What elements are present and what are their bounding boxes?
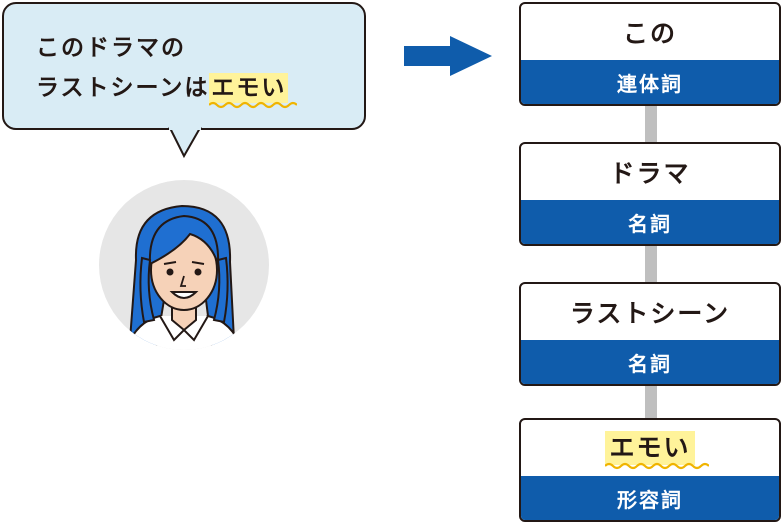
- token-pos: 名詞: [521, 340, 779, 384]
- wavy-underline-icon: [605, 462, 710, 470]
- avatar-woman-icon: [99, 180, 269, 350]
- token-word: ラストシーン: [569, 299, 731, 328]
- token-word: この: [622, 19, 677, 48]
- token-card-drama: ドラマ 名詞: [519, 142, 781, 246]
- token-highlight: エモい: [605, 431, 710, 470]
- token-card-emoi: エモい 形容詞: [519, 418, 781, 522]
- speech-line-2: ラストシーンはエモい: [36, 68, 298, 109]
- speech-bubble-text: このドラマの ラストシーンはエモい: [36, 28, 298, 109]
- token-card-last-scene: ラストシーン 名詞: [519, 282, 781, 386]
- token-card-kono: この 連体詞: [519, 2, 781, 106]
- token-word: ドラマ: [609, 159, 691, 188]
- speech-bubble: [2, 2, 366, 130]
- connector-1: [645, 104, 657, 144]
- connector-2: [645, 244, 657, 284]
- wavy-underline-icon: [209, 101, 298, 109]
- speech-highlight-text: エモい: [211, 75, 287, 101]
- speech-line-1: このドラマの: [36, 35, 186, 61]
- token-pos: 名詞: [521, 200, 779, 244]
- speech-highlight: エモい: [209, 73, 298, 109]
- token-pos: 形容詞: [521, 476, 779, 520]
- connector-3: [645, 384, 657, 420]
- token-word-text: エモい: [609, 433, 691, 462]
- right-arrow-icon: [404, 36, 492, 76]
- token-pos: 連体詞: [521, 60, 779, 104]
- token-word-highlighted: エモい: [521, 420, 779, 476]
- speech-line-2-prefix: ラストシーンは: [36, 75, 210, 101]
